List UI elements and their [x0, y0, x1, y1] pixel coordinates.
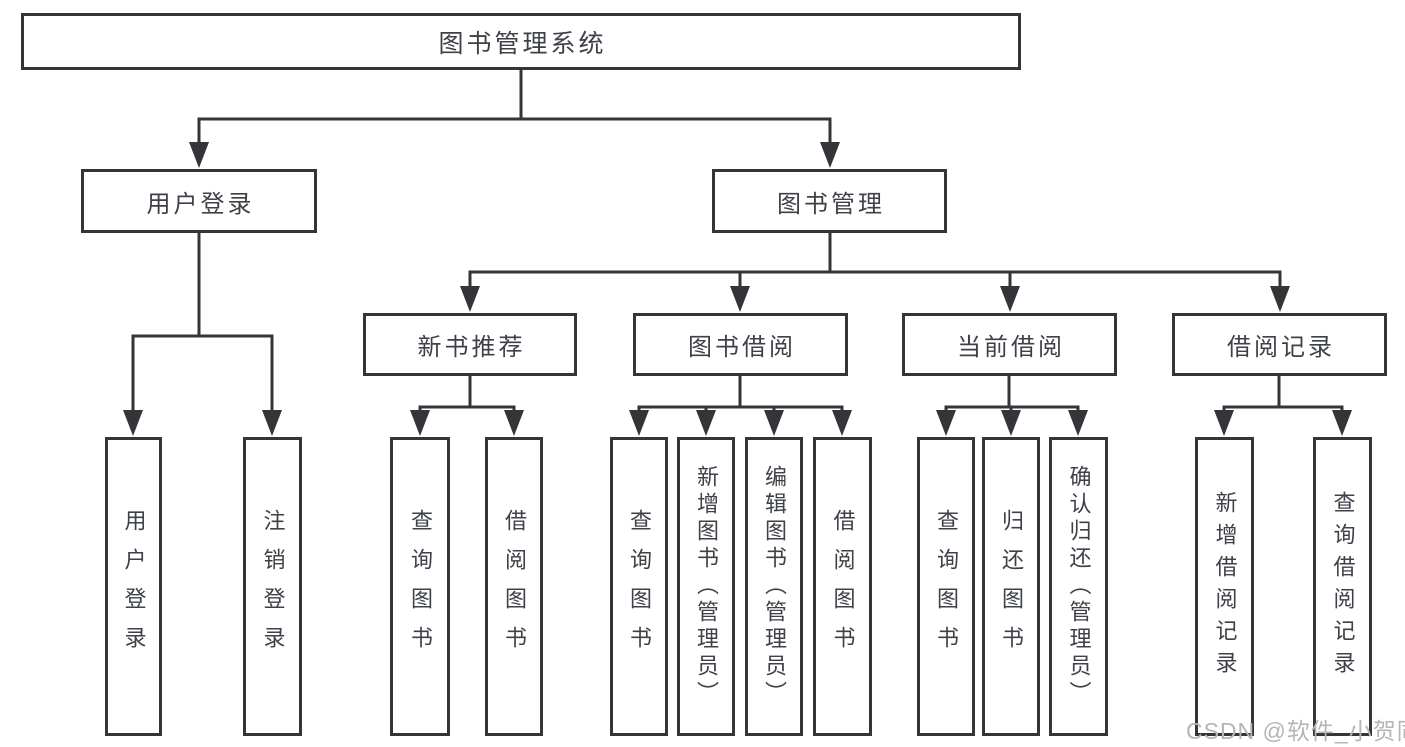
node-library-management-system: 图书管理系统: [21, 13, 1021, 70]
leaf-user-login: 用户登录: [105, 437, 162, 736]
arrowheads: [123, 142, 1352, 436]
leaf-cb-query-books: 查询图书: [917, 437, 975, 736]
leaf-cb-return-books: 归还图书: [982, 437, 1040, 736]
node-current-borrowing: 当前借阅: [902, 313, 1117, 376]
leaf-bb-add-books-admin: 新增图书（管理员）: [677, 437, 735, 736]
node-user-login: 用户登录: [81, 169, 317, 233]
leaf-bb-borrow-books: 借阅图书: [813, 437, 872, 736]
csdn-watermark: CSDN @软件_小贺同学: [1186, 718, 1405, 744]
node-borrowing-records: 借阅记录: [1172, 313, 1387, 376]
leaf-br-add-record: 新增借阅记录: [1195, 437, 1254, 736]
leaf-bb-query-books: 查询图书: [610, 437, 668, 736]
leaf-cb-confirm-return-admin: 确认归还（管理员）: [1049, 437, 1108, 736]
node-new-book-recommend: 新书推荐: [363, 313, 577, 376]
leaf-nbr-query-books: 查询图书: [390, 437, 450, 736]
node-book-management: 图书管理: [712, 169, 947, 233]
leaf-br-query-record: 查询借阅记录: [1313, 437, 1372, 736]
node-book-borrowing: 图书借阅: [633, 313, 848, 376]
leaf-bb-edit-books-admin: 编辑图书（管理员）: [745, 437, 803, 736]
leaf-nbr-borrow-books: 借阅图书: [485, 437, 543, 736]
leaf-logout: 注销登录: [243, 437, 302, 736]
